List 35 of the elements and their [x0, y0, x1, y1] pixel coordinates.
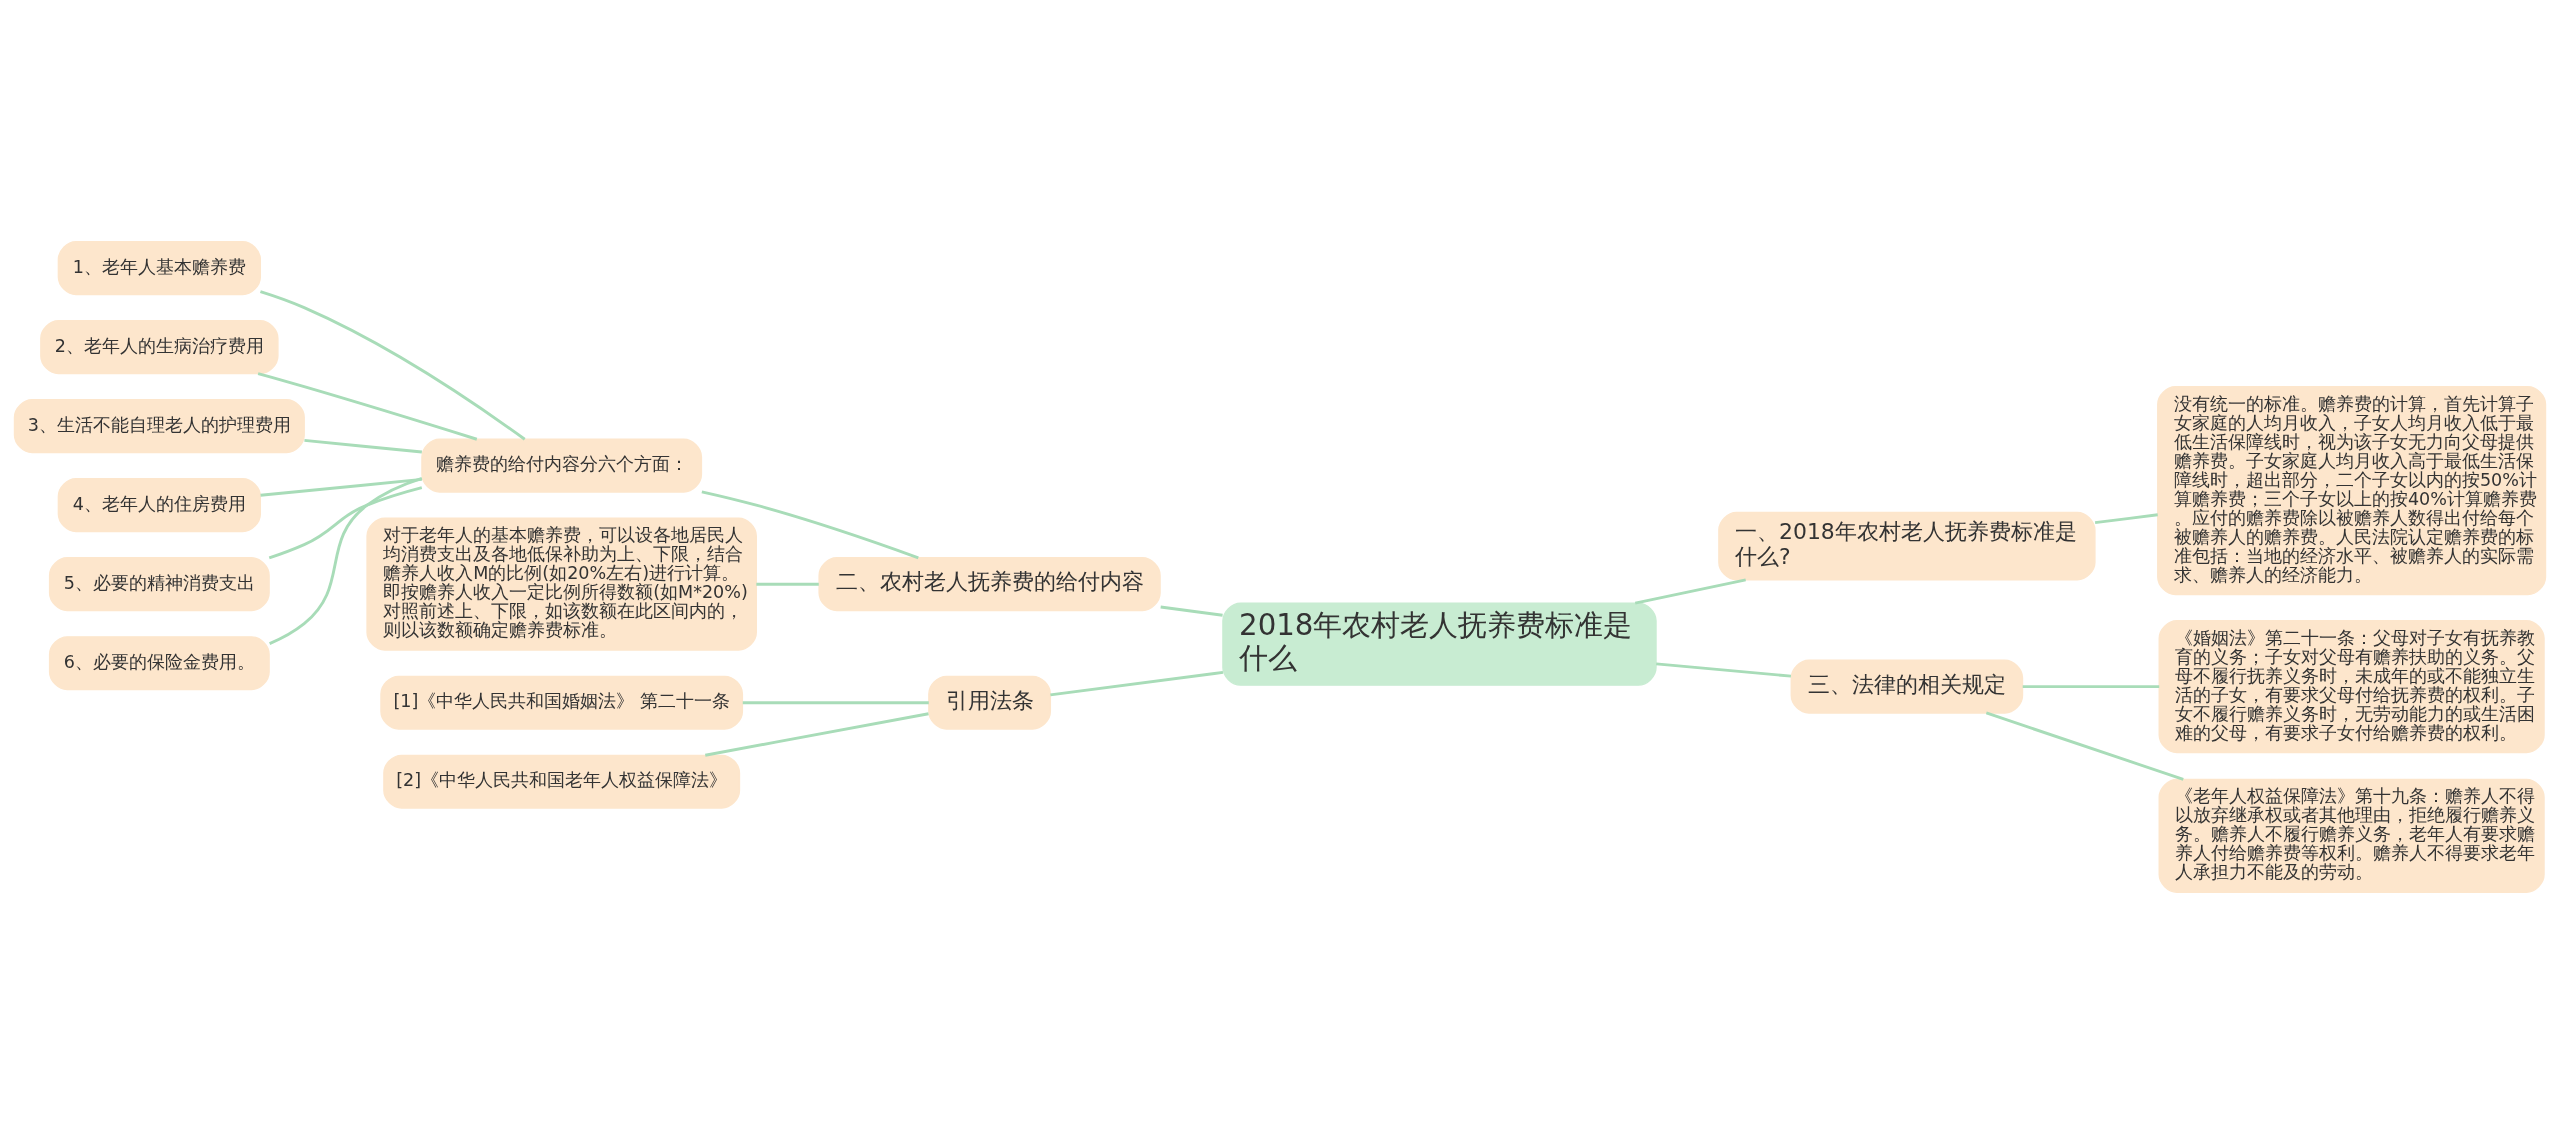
connector	[268, 485, 423, 559]
connector	[1634, 577, 1746, 605]
node-box: 对于老年人的基本赡养费，可以设各地居民人均消费支出及各地低保补助为上、下限，结合赡养人收入M的比例(如20%左右)进行计算。即按赡养人收入一定比例所得数额(如M*20%)对照前述上、下限，如该数额在此区间内的，则以该数额确定赡养费标准。	[366, 517, 757, 651]
connector	[756, 582, 819, 586]
node-box: 1、老年人基本赡养费	[57, 240, 262, 295]
node-box: 5、必要的精神消费支出	[48, 556, 270, 611]
node-box: 引用法条	[928, 675, 1052, 730]
connector	[2022, 684, 2160, 688]
connector	[705, 711, 929, 757]
node-box: 没有统一的标准。赡养费的计算，首先计算子女家庭的人均月收入，子女人均月收入低于最低生活保障线时，视为该子女无力向父母提供赡养费。子女家庭人均月收入高于最低生活保障线时，超出部分，二个子女以内的按50%计算赡养费；三个子女以上的按40%计算赡养费。应付的赡养费除以被赡养人数得出付给每个被赡养人的赡养费。人民法院认定赡养费的标准包括：当地的经济水平、被赡养人的实际需求、赡养人的经济能力。	[2157, 385, 2547, 595]
connector	[269, 476, 423, 645]
connector	[1985, 711, 2184, 781]
node-box: [1]《中华人民共和国婚姻法》 第二十一条	[380, 675, 744, 730]
node-box: 《婚姻法》第二十一条：父母对子女有抚养教育的义务；子女对父母有赡养扶助的义务。父母不履行抚养义务时，未成年的或不能独立生活的子女，有要求父母付给抚养费的权利。子女不履行赡养义务时，无劳动能力的或生活困难的父母，有要求子女付给赡养费的权利。	[2158, 619, 2545, 753]
connector	[257, 371, 478, 441]
connector	[2094, 512, 2158, 524]
node-box: 2、老年人的生病治疗费用	[40, 319, 279, 374]
node-box: 二、农村老人抚养费的给付内容	[818, 556, 1161, 611]
node-box: 三、法律的相关规定	[1790, 659, 2024, 714]
node-box: 4、老年人的住房费用	[57, 477, 262, 532]
node-box: 2018年农村老人抚养费标准是什么	[1222, 602, 1657, 686]
connector	[304, 438, 422, 453]
connector	[260, 477, 422, 497]
node-box: 一、2018年农村老人抚养费标准是什么?	[1718, 511, 2096, 581]
node-box: 6、必要的保险金费用。	[48, 635, 270, 690]
connector	[1160, 605, 1223, 617]
node-box: [2]《中华人民共和国老年人权益保障法》	[383, 754, 741, 809]
node-box: 3、生活不能自理老人的护理费用	[13, 398, 305, 453]
connector	[1050, 670, 1224, 696]
connector	[742, 700, 929, 704]
connector	[1656, 661, 1792, 678]
node-box: 赡养费的给付内容分六个方面：	[421, 438, 703, 493]
connector	[701, 489, 919, 559]
connector	[260, 289, 526, 440]
node-box: 《老年人权益保障法》第十九条：赡养人不得以放弃继承权或者其他理由，拒绝履行赡养义务。赡养人不履行赡养义务，老年人有要求赡养人付给赡养费等权利。赡养人不得要求老年人承担力不能及的劳动。	[2158, 778, 2545, 893]
